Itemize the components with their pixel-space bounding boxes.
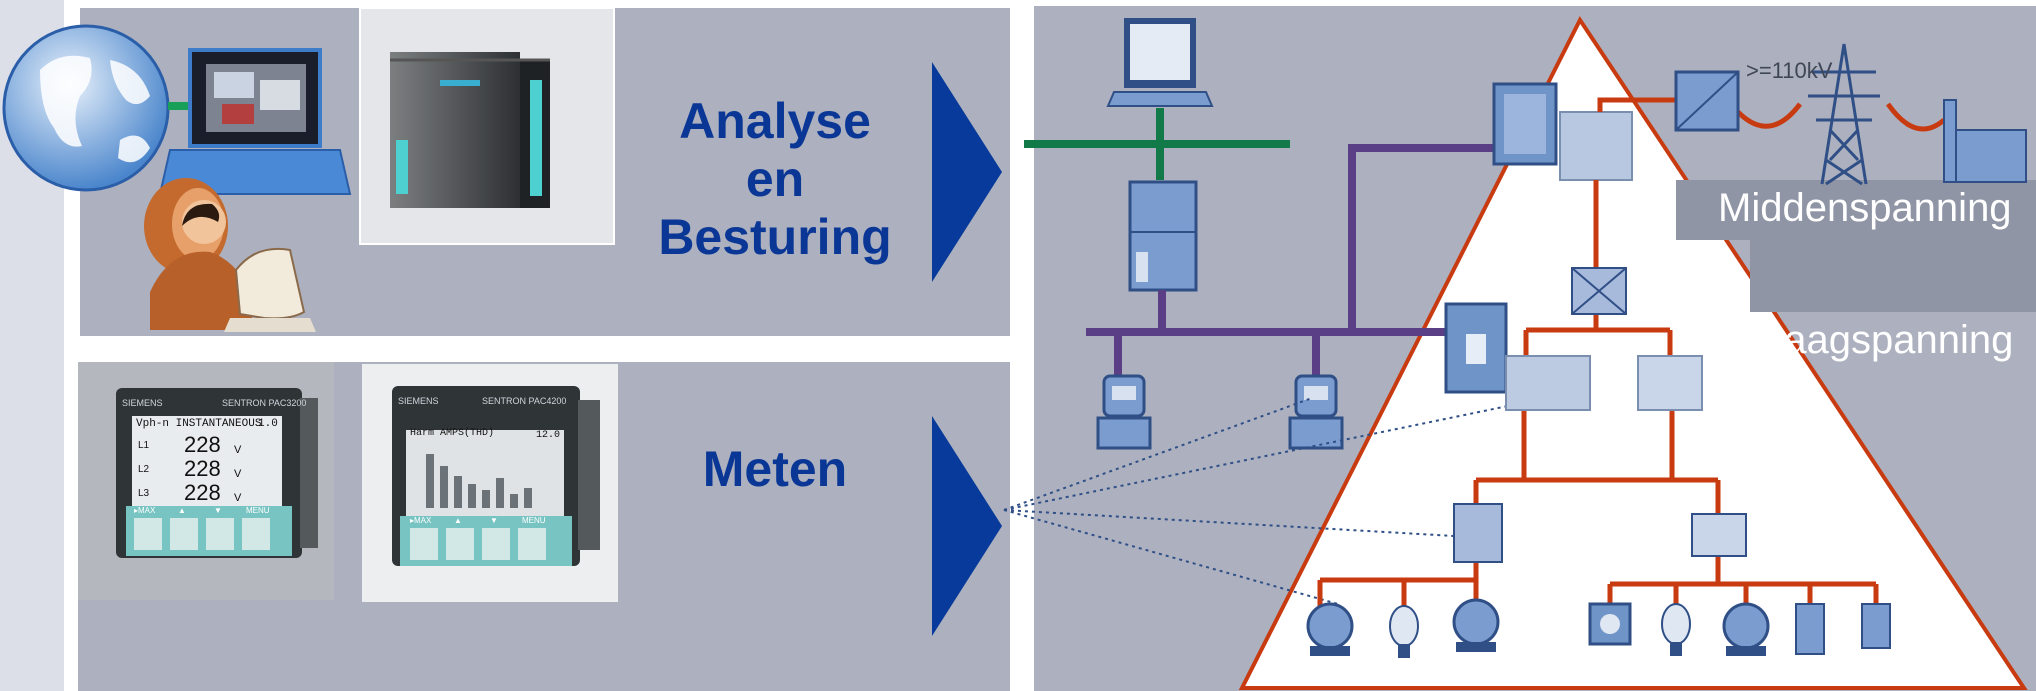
user-icon [144,178,316,332]
meter1-value-3: 228 [184,480,221,505]
plc-icon [359,7,615,245]
motor-icon [1722,602,1770,656]
meter2-softkey-down: ▼ [490,516,498,525]
motor-icon [1452,598,1500,652]
computer-icon [1106,18,1214,107]
lamp-icon [1661,603,1691,656]
meter2-header: Harm AMPS(THD) [410,428,495,439]
analyse-line-2: en [745,151,805,207]
distribution-board-icon [1453,355,1891,655]
transmitter-icon [1288,374,1344,450]
motor-icon [1306,602,1354,656]
meter1-model: SENTRON PAC3200 [222,398,307,408]
meter1-brand: SIEMENS [122,398,163,408]
factory-icon [1943,99,2027,183]
switchgear-icon [1492,82,1633,181]
measurement-arrow [932,416,1002,636]
meter2-softkey-menu: MENU [522,516,546,525]
meter2-model: SENTRON PAC4200 [482,396,567,406]
analyse-line-3: Besturing [658,209,892,265]
meter1-value-2: 228 [184,456,221,481]
fieldbus [1086,144,1504,376]
analyse-line-1: Analyse [679,93,871,149]
meter1-unit-2: V [234,468,242,480]
middenspanning-band [1676,180,2036,240]
meter1-header: Vph-n INSTANTANEOUS [136,418,262,430]
meter1-unit-1: V [234,444,242,456]
meter1-softkey-menu: MENU [246,506,270,515]
meter1-l1-label: L1 [138,440,150,451]
globe-icon [2,24,170,192]
socket-icon [1588,602,1632,646]
band-gap [1750,240,2036,312]
meter1-l2-label: L2 [138,464,150,475]
laptop-icon [158,48,352,195]
meter2-softkey-left: ▸MAX [410,516,432,525]
meter2-softkey-up: ▲ [454,516,462,525]
meter1-page: 1.0 [258,418,278,430]
middenspanning-label: Middenspanning [1718,186,2012,230]
transformer-icon [1571,267,1627,315]
ethernet-bus [1024,108,1290,180]
analyse-label: Analyse en Besturing [630,92,920,266]
meter1-unit-3: V [234,492,242,504]
transmitter-icon [1096,374,1152,450]
measurement-links [1003,397,1509,605]
meter1-softkey-down: ▼ [214,506,222,515]
voltage-pyramid [1238,16,2028,690]
laagspanning-label: Laagspanning [1762,318,2014,362]
power-meter-icon [362,364,618,602]
transformer-icon [1674,70,1740,132]
meter2-brand: SIEMENS [398,396,439,406]
power-meter-icon [78,362,334,600]
meten-label: Meten [702,441,848,497]
meter1-softkey-up: ▲ [178,506,186,515]
meter2-page: 12.0 [536,430,561,441]
lamp-icon [1389,605,1419,658]
voltage-label: >=110kV [1746,58,1833,83]
pylon-icon [1808,43,1880,186]
meter1-l3-label: L3 [138,488,150,499]
meter1-value-1: 228 [184,432,221,457]
meter1-softkey-left: ▸MAX [134,506,156,515]
circuit-breaker-icon [1444,302,1508,394]
controller-icon [1128,180,1198,292]
analysis-arrow [932,62,1002,282]
